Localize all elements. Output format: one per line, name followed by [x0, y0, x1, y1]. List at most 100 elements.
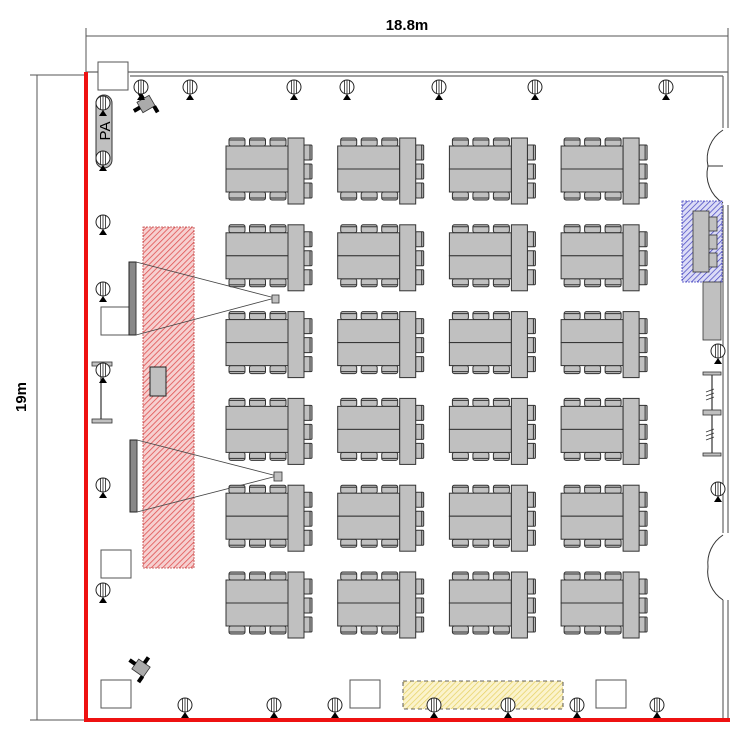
- chair: [303, 144, 313, 161]
- chair: [269, 365, 287, 375]
- chair: [360, 311, 378, 321]
- box: [97, 61, 129, 91]
- table: [560, 428, 624, 453]
- table: [560, 579, 624, 604]
- table: [448, 602, 512, 627]
- table: [337, 428, 401, 453]
- chair: [360, 365, 378, 375]
- chair: [472, 191, 490, 201]
- chair: [563, 484, 581, 494]
- height-label: 19m: [13, 382, 30, 412]
- chair: [269, 191, 287, 201]
- table: [337, 515, 401, 540]
- chair: [303, 318, 313, 335]
- chair: [360, 451, 378, 461]
- chair: [381, 397, 399, 407]
- head-table: [399, 137, 417, 205]
- table: [225, 342, 289, 367]
- chair: [563, 397, 581, 407]
- head-table: [399, 484, 417, 552]
- light-icon: [710, 343, 726, 364]
- light-icon: [133, 79, 149, 100]
- chair: [526, 356, 536, 373]
- chair: [604, 538, 622, 548]
- height-dimension: 19m: [13, 74, 86, 721]
- light-icon: [327, 697, 343, 718]
- head-table: [622, 397, 640, 465]
- chair: [472, 571, 490, 581]
- chair: [638, 269, 648, 286]
- side-table: [702, 281, 722, 341]
- lights: [95, 79, 726, 718]
- table-group: [560, 397, 648, 465]
- chair: [526, 250, 536, 267]
- chair: [526, 616, 536, 633]
- chair: [472, 397, 490, 407]
- table: [225, 492, 289, 517]
- head-table: [399, 224, 417, 292]
- chair: [638, 529, 648, 546]
- chair: [415, 182, 425, 199]
- chair: [360, 278, 378, 288]
- light-icon: [95, 95, 111, 116]
- head-table: [510, 137, 528, 205]
- table: [225, 168, 289, 193]
- chair: [303, 597, 313, 614]
- chair: [360, 571, 378, 581]
- chair: [451, 484, 469, 494]
- chair: [415, 578, 425, 595]
- chair: [269, 311, 287, 321]
- chair: [303, 250, 313, 267]
- chair: [340, 625, 358, 635]
- chair: [584, 137, 602, 147]
- chair: [492, 397, 510, 407]
- table: [448, 492, 512, 517]
- chair: [472, 365, 490, 375]
- chair: [381, 538, 399, 548]
- chair: [415, 231, 425, 248]
- head-table: [622, 571, 640, 639]
- table-group: [337, 397, 425, 465]
- chair: [492, 625, 510, 635]
- reception-desk: [692, 210, 718, 273]
- chair: [340, 571, 358, 581]
- chair: [303, 491, 313, 508]
- walls: [84, 71, 730, 722]
- table-group: [448, 571, 536, 639]
- table: [448, 232, 512, 257]
- chair: [604, 365, 622, 375]
- door-top-right[interactable]: [706, 129, 724, 204]
- chair: [638, 442, 648, 459]
- light-icon: [569, 697, 585, 718]
- chair: [563, 365, 581, 375]
- chair: [604, 224, 622, 234]
- chair: [584, 397, 602, 407]
- chair: [228, 224, 246, 234]
- light-icon: [500, 697, 516, 718]
- table: [448, 428, 512, 453]
- table: [560, 145, 624, 170]
- table: [560, 602, 624, 627]
- chair: [584, 625, 602, 635]
- head-table: [510, 397, 528, 465]
- table: [337, 579, 401, 604]
- door-bottom-right[interactable]: [707, 534, 724, 601]
- boxes: [97, 61, 627, 709]
- table-group: [225, 571, 313, 639]
- light-icon: [95, 582, 111, 603]
- head-table: [622, 224, 640, 292]
- chair: [604, 397, 622, 407]
- table-group: [337, 484, 425, 552]
- table: [225, 428, 289, 453]
- pa-speaker[interactable]: PA: [95, 94, 114, 169]
- box: [595, 679, 627, 709]
- chair: [381, 137, 399, 147]
- chair: [604, 484, 622, 494]
- chair: [228, 365, 246, 375]
- head-table: [622, 137, 640, 205]
- chair: [451, 397, 469, 407]
- light-icon: [527, 79, 543, 100]
- chair: [303, 231, 313, 248]
- chair: [303, 269, 313, 286]
- chair: [360, 137, 378, 147]
